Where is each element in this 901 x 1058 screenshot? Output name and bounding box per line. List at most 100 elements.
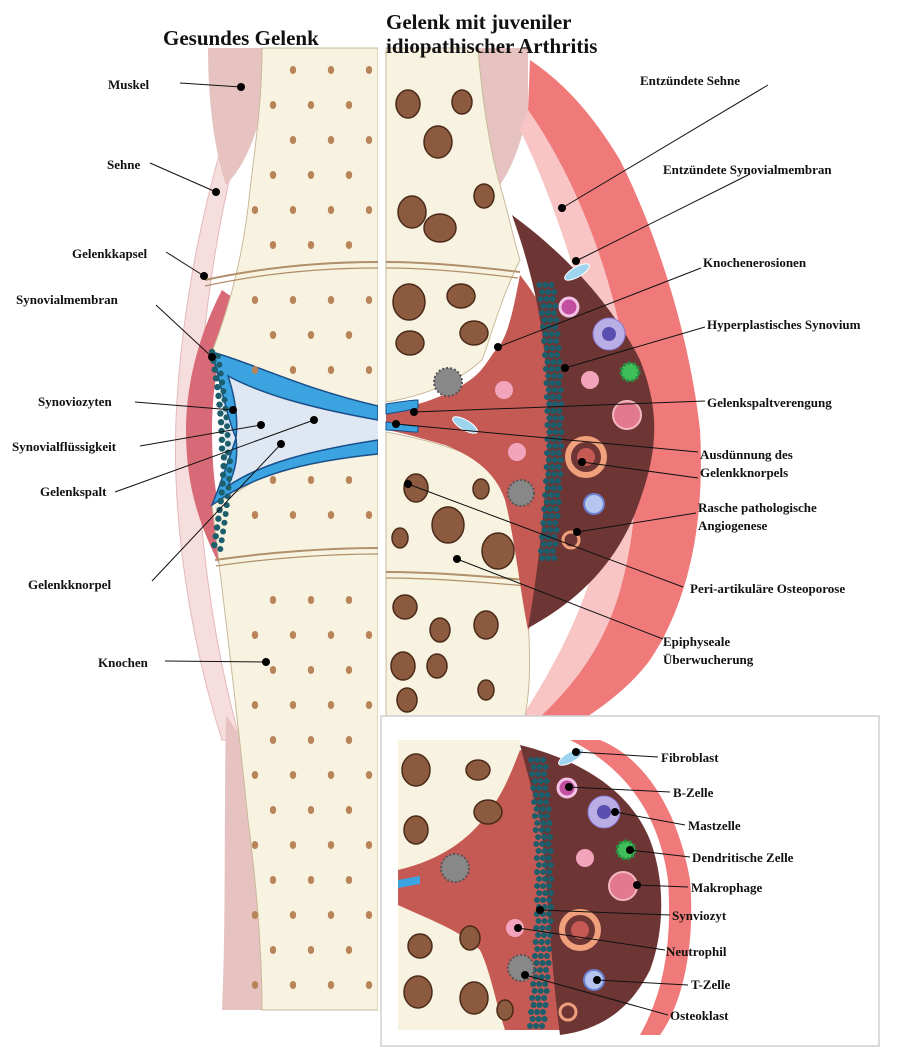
inset-synoviocyte-dot	[545, 925, 551, 931]
jia-synoviocyte-dot	[544, 464, 550, 470]
bone-spot	[252, 841, 258, 849]
bone-spot	[270, 331, 276, 339]
bone-spot	[328, 631, 334, 639]
bone-spot	[308, 171, 314, 179]
legend-fibroblast: Fibroblast	[661, 750, 719, 765]
jia-synoviocyte-dot	[544, 296, 550, 302]
inset-synoviocyte-dot	[545, 841, 551, 847]
inset-synoviocyte-dot	[537, 799, 543, 805]
leader-dot	[494, 343, 502, 351]
jia-synoviocyte-dot	[551, 310, 557, 316]
inset-synoviocyte-dot	[537, 764, 543, 770]
inset-synoviocyte-dot	[536, 918, 542, 924]
inset-synoviocyte-dot	[530, 1016, 536, 1022]
leader-dot	[404, 480, 412, 488]
osteoporotic-spot	[452, 90, 472, 114]
jia-synoviocyte-dot	[553, 338, 559, 344]
label-gelenkkapsel: Gelenkkapsel	[72, 246, 147, 261]
jia-synoviocyte-dot	[557, 373, 563, 379]
inset-synoviocyte-dot	[536, 876, 542, 882]
osteoporotic-spot	[397, 688, 417, 712]
inset-bone-spot	[408, 934, 432, 958]
synoviocyte-dot	[217, 546, 223, 552]
bone-spot	[366, 911, 372, 919]
inset-macrophage	[609, 872, 637, 900]
inset-synoviocyte-dot	[536, 848, 542, 854]
bone-spot	[290, 911, 296, 919]
label-gelenkspalt: Gelenkspalt	[40, 484, 106, 499]
jia-synoviocyte-dot	[547, 541, 553, 547]
leader-dot	[558, 204, 566, 212]
leader-dot	[578, 458, 586, 466]
osteoporotic-spot	[391, 652, 415, 680]
jia-synoviocyte-dot	[545, 373, 551, 379]
jia-synoviocyte-dot	[549, 331, 555, 337]
bone-spot	[308, 666, 314, 674]
inset-synoviocyte-dot	[531, 764, 537, 770]
inset-synoviocyte-dot	[542, 1016, 548, 1022]
bone-spot	[290, 136, 296, 144]
jia-synoviocyte-dot	[548, 352, 554, 358]
jia-synoviocyte-dot	[556, 464, 562, 470]
synoviocyte-dot	[219, 379, 225, 385]
inset-synoviocyte-dot	[536, 890, 542, 896]
jia-synoviocyte-dot	[556, 499, 562, 505]
inset-synoviocyte-dot	[531, 799, 537, 805]
jia-synoviocyte-dot	[550, 345, 556, 351]
jia-synoviocyte-dot	[556, 345, 562, 351]
inset-synoviocyte-dot	[544, 988, 550, 994]
synoviocyte-dot	[219, 437, 225, 443]
inset-synoviocyte-dot	[528, 1009, 534, 1015]
jia-synoviocyte-dot	[558, 387, 564, 393]
inset-synoviocyte-dot	[542, 918, 548, 924]
inset-synoviocyte-dot	[546, 820, 552, 826]
inset-synoviocyte-dot	[538, 813, 544, 819]
jia-synoviocyte-dot	[549, 478, 555, 484]
jia-synoviocyte-dot	[552, 520, 558, 526]
bone-spot	[270, 666, 276, 674]
inset-synoviocyte-dot	[542, 848, 548, 854]
inset-synoviocyte-dot	[534, 820, 540, 826]
synoviocyte-dot	[226, 485, 232, 491]
bone-spot	[366, 511, 372, 519]
leader-dot	[208, 353, 216, 361]
bone-spot	[366, 981, 372, 989]
bone-spot	[252, 296, 258, 304]
inset-synoviocyte-dot	[543, 1002, 549, 1008]
inset-synoviocyte-dot	[532, 988, 538, 994]
leader-dot	[626, 846, 634, 854]
neutrophil	[508, 443, 526, 461]
jia-synoviocyte-dot	[548, 527, 554, 533]
inset-synoviocyte-dot	[546, 855, 552, 861]
synoviocyte-dot	[224, 502, 230, 508]
label-knochen: Knochen	[98, 655, 148, 670]
jia-synoviocyte-dot	[547, 506, 553, 512]
label-synovialmembran: Synovialmembran	[16, 292, 118, 307]
jia-synoviocyte-dot	[552, 387, 558, 393]
inset-synoviocyte-dot	[537, 967, 543, 973]
jia-synoviocyte-dot	[555, 513, 561, 519]
bone-spot	[308, 876, 314, 884]
leader-dot	[514, 924, 522, 932]
label-sehne: Sehne	[107, 157, 140, 172]
jia-synoviocyte-dot	[546, 429, 552, 435]
label-epiphyseale-2: Überwucherung	[663, 652, 753, 667]
neutrophil-2	[495, 381, 513, 399]
title-jia-line1: Gelenk mit juveniler	[386, 10, 571, 34]
bone-spot	[328, 136, 334, 144]
jia-synoviocyte-dot	[546, 457, 552, 463]
inset-synoviocyte-dot	[544, 813, 550, 819]
inset-synoviocyte-dot	[546, 911, 552, 917]
title-healthy-joint: Gesundes Gelenk	[163, 26, 319, 50]
inset-synoviocyte-dot	[536, 981, 542, 987]
leader-dot	[572, 748, 580, 756]
osteoporotic-spot	[473, 479, 489, 499]
inset-synoviocyte-dot	[543, 967, 549, 973]
osteoporotic-spot	[427, 654, 447, 678]
jia-synoviocyte-dot	[558, 429, 564, 435]
synoviocyte-dot	[211, 542, 217, 548]
inset-osteoclast	[441, 854, 469, 882]
inset-bone-spot	[474, 800, 502, 824]
leader-dot	[410, 408, 418, 416]
